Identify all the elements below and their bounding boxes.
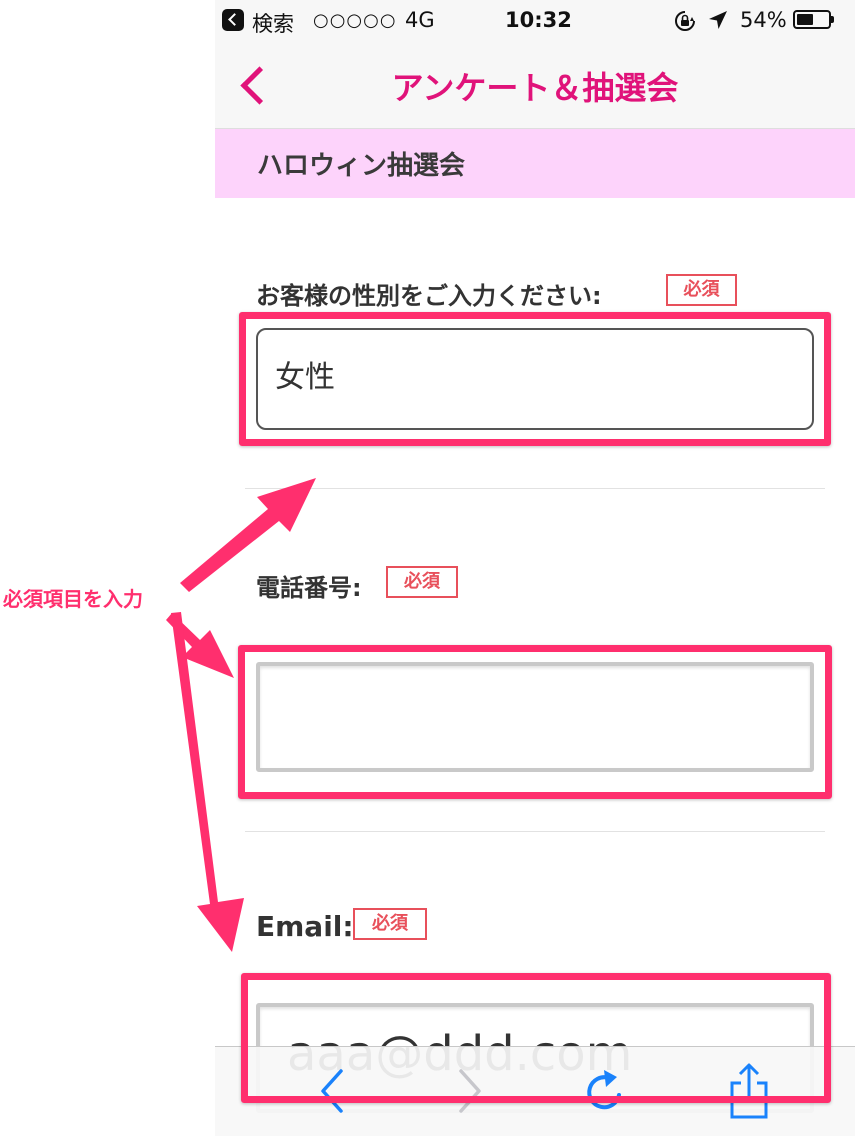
location-icon [709, 11, 727, 29]
orientation-lock-icon [675, 11, 695, 31]
battery-percentage: 54% [740, 8, 787, 32]
email-required-badge: 必須 [353, 908, 427, 940]
back-icon[interactable] [305, 1061, 365, 1121]
status-bar: 検索 ○○○○○ 4G 10:32 54% [215, 0, 855, 40]
battery-level [797, 14, 813, 25]
gender-input[interactable]: 女性 [256, 328, 814, 430]
phone-screen: 検索 ○○○○○ 4G 10:32 54% アンケート＆抽選会 ハロウィン抽選会… [215, 0, 855, 1136]
forward-icon[interactable] [437, 1061, 497, 1121]
clock: 10:32 [505, 8, 572, 32]
divider [245, 831, 825, 832]
page-title: アンケート＆抽選会 [391, 69, 679, 107]
annotation-label: 必須項目を入力 [3, 587, 143, 611]
share-icon[interactable] [719, 1061, 779, 1121]
divider [245, 488, 825, 489]
section-header: ハロウィン抽選会 [215, 129, 855, 198]
reload-icon[interactable] [575, 1061, 635, 1121]
phone-label: 電話番号: [256, 574, 362, 602]
back-to-app-label[interactable]: 検索 [252, 12, 294, 36]
section-title: ハロウィン抽選会 [257, 151, 466, 181]
phone-required-badge: 必須 [386, 566, 458, 598]
phone-input[interactable] [256, 662, 814, 772]
battery-icon [793, 10, 834, 29]
browser-toolbar [215, 1046, 855, 1136]
network-type: 4G [405, 8, 435, 32]
email-label: Email: [256, 910, 354, 943]
back-to-app-icon[interactable] [222, 9, 244, 31]
signal-strength: ○○○○○ [313, 10, 397, 31]
gender-required-badge: 必須 [666, 274, 737, 306]
gender-label: お客様の性別をご入力ください: [256, 282, 602, 310]
navigation-bar: アンケート＆抽選会 [215, 40, 855, 129]
